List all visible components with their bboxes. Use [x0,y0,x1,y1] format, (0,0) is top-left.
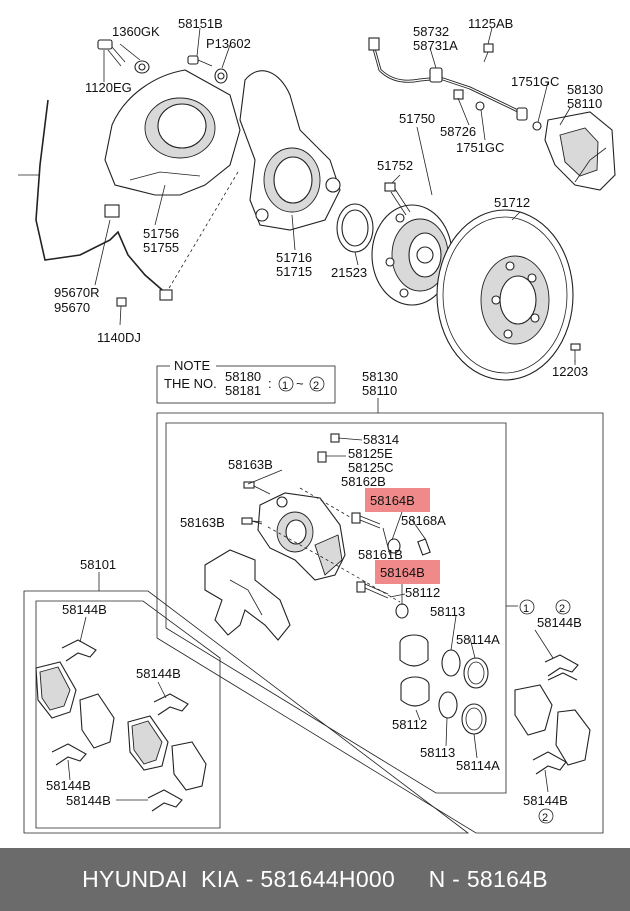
top-part-labels: 1360GK 1120EG 58151B P13602 58732 58731A… [54,16,603,379]
label-51755: 51755 [143,240,179,255]
label-58110-top: 58110 [567,96,602,111]
abs-sensor-drawing [18,99,173,307]
label-58125e: 58125E [348,446,393,461]
label-58110: 58110 [362,383,397,398]
note-num-58181: 58181 [225,383,261,398]
label-58130: 58130 [362,369,398,384]
brake-hose-drawing [368,37,528,121]
label-51712: 51712 [494,195,530,210]
label-51716: 51716 [276,250,312,265]
label-58144b-right-bottom: 58144B [523,793,568,808]
label-58162b: 58162B [341,474,386,489]
note-tilde: ~ [296,376,304,391]
snap-ring-drawing [336,203,374,253]
caliper-body-drawing [257,492,346,581]
label-58726: 58726 [440,124,476,139]
caliper-part-labels: 58130 58110 58314 58125E 58125C 58162B 5… [180,369,582,824]
footer-gap [395,866,428,893]
pad-clips-right-drawing [514,654,591,775]
label-58732: 58732 [413,24,449,39]
note-circled-2: 2 [313,380,319,392]
bolt-1120eg-drawing [97,39,150,74]
label-58112-upper: 58112 [405,585,440,600]
footer-brand: HYUNDAI KIA [82,866,240,892]
label-58161b: 58161B [358,547,403,562]
note-title: NOTE [174,358,210,373]
label-58125c: 58125C [348,460,394,475]
pad-clips-left-drawing [51,639,189,812]
top-leader-lines [94,27,576,365]
brake-pads-drawing [35,661,207,791]
caliper-bracket-drawing [204,549,291,641]
wheel-hub-drawing [371,182,453,306]
label-58144b-pad-4: 58144B [66,793,111,808]
note-colon: : [268,376,272,391]
label-58114a-upper: 58114A [456,632,500,647]
label-1140dj: 1140DJ [97,330,141,345]
label-58112-lower: 58112 [392,717,427,732]
label-58168a: 58168A [401,513,446,528]
caliper-assembly-top-drawing [544,111,616,191]
label-58113-upper: 58113 [430,604,465,619]
label-p13602: P13602 [206,36,251,51]
label-95670r: 95670R [54,285,100,300]
pad-kit-frames [23,572,470,834]
label-58151b: 58151B [178,16,223,31]
label-58130-top: 58130 [567,82,603,97]
note-prefix: THE NO. [164,376,217,391]
label-circled-1: 1 [523,603,529,615]
screw-12203-drawing [570,343,581,362]
part-number-footer: HYUNDAI KIA - 581644H000 N - 58164B [0,848,630,911]
caliper-frames [156,398,604,834]
label-58113-lower: 58113 [420,745,455,760]
pistons-seals-drawing [399,634,489,735]
label-51756: 51756 [143,226,179,241]
label-58144b-pad-2: 58144B [136,666,181,681]
label-58114a-lower: 58114A [456,758,500,773]
hose-bolts-drawing [453,43,542,131]
footer-sep1: - [239,866,261,892]
note-circled-1: 1 [282,380,288,392]
label-58101: 58101 [80,557,116,572]
label-21523: 21523 [331,265,367,280]
label-1751gc-right: 1751GC [511,74,559,89]
footer-part-number: 581644H000 [260,866,396,892]
label-1360gk: 1360GK [112,24,160,39]
steering-knuckle-drawing [239,70,341,231]
label-58163b-lower: 58163B [180,515,225,530]
footer-sep2: - [445,866,467,892]
pad-leader-lines [67,616,167,801]
label-51752: 51752 [377,158,413,173]
highlight-58164b-top [365,488,430,512]
footer-ref: 58164B [466,866,548,892]
label-58144b-pad-3: 58144B [46,778,91,793]
label-circled-2-bottom: 2 [542,812,548,824]
label-51750: 51750 [399,111,435,126]
label-12203: 12203 [552,364,588,379]
caliper-leader-lines [247,437,554,793]
bolt-58151b-drawing [187,55,228,84]
dust-shield-drawing [104,69,241,196]
label-58164b-upper: 58164B [370,493,415,508]
label-58163b-upper: 58163B [228,457,273,472]
note-box: NOTE THE NO. 58180 58181 : 1 ~ 2 [156,358,336,404]
pad-part-labels: 58101 58144B 58144B 58144B 58144B [46,557,181,808]
label-58144b-right-top: 58144B [537,615,582,630]
label-58314: 58314 [363,432,399,447]
label-58144b-pad-1: 58144B [62,602,107,617]
brake-disc-drawing [436,209,574,381]
label-58731a: 58731A [413,38,458,53]
label-95670: 95670 [54,300,90,315]
note-num-58180: 58180 [225,369,261,384]
label-1120eg: 1120EG [85,80,132,95]
label-1751gc-mid: 1751GC [456,140,504,155]
highlight-58164b-bottom [375,560,440,584]
label-51715: 51715 [276,264,312,279]
label-1125ab: 1125AB [468,16,513,31]
label-58164b-lower: 58164B [380,565,425,580]
footer-n-prefix: N [428,866,446,892]
label-circled-2-top: 2 [559,603,565,615]
